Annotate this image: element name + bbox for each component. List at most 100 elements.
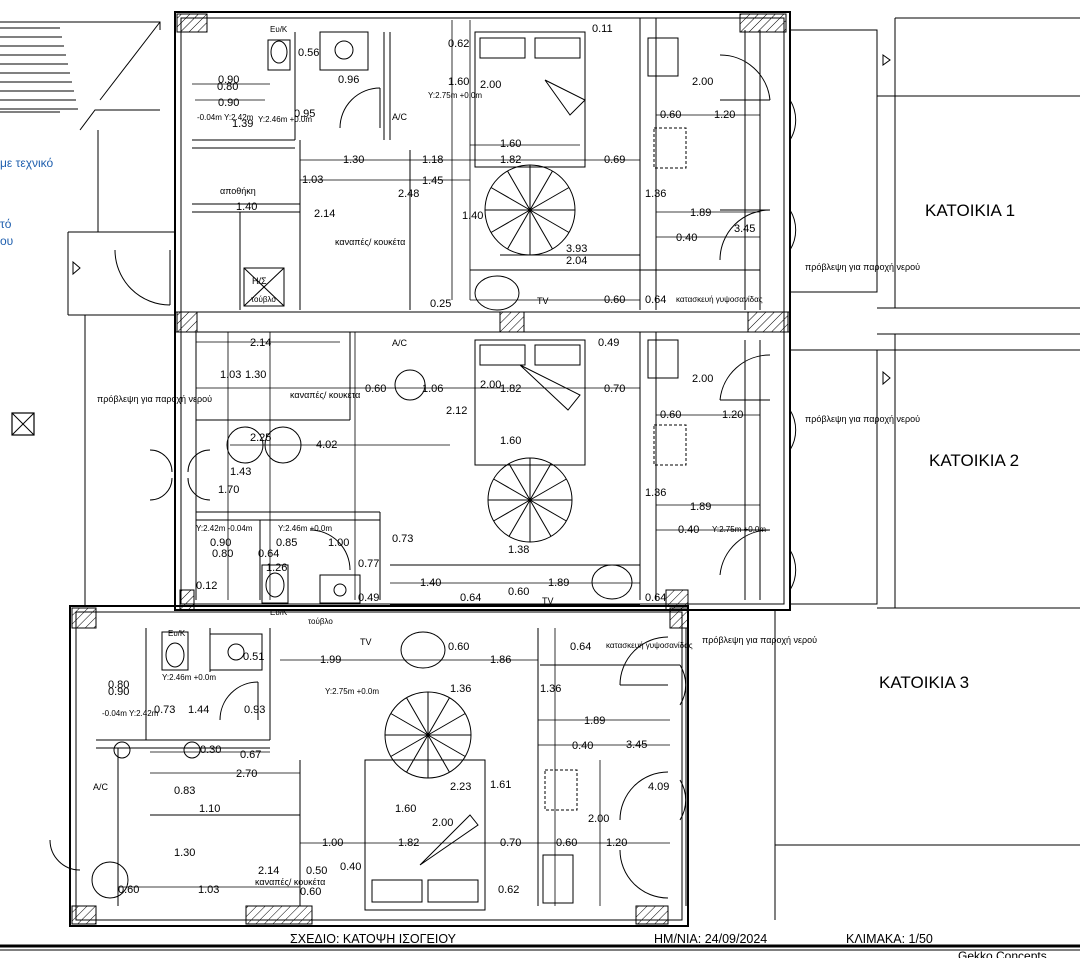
dimension-label: 2.00 <box>692 76 713 88</box>
dimension-label: 1.40 <box>236 201 257 213</box>
dimension-label: 1.30 <box>245 369 266 381</box>
spiral-step <box>529 170 553 211</box>
dimension-label: 0.95 <box>294 108 315 120</box>
dimension-label: 1.82 <box>398 837 419 849</box>
spiral-step <box>390 713 429 736</box>
water-note-1: πρόβλεψη για παροχή νερού <box>805 262 920 272</box>
dimension-label: 1.36 <box>645 188 666 200</box>
dimension-label: 0.80 <box>108 679 129 691</box>
spiral-step <box>529 499 552 537</box>
dimension-label: 0.40 <box>340 861 361 873</box>
spiral-step <box>508 463 531 501</box>
dimension-label: 4.09 <box>648 781 669 793</box>
drawing-date: ΗΜ/ΝΙΑ: 24/09/2024 <box>654 932 767 946</box>
dimension-label: 0.64 <box>645 294 666 306</box>
dimension-label: 1.89 <box>548 577 569 589</box>
spiral-stairs <box>384 164 576 779</box>
dimension-label: 0.64 <box>645 592 666 604</box>
dimension-label: 0.12 <box>196 580 217 592</box>
level-u1-bath: Y:2.46m +0.0m <box>258 115 312 124</box>
dimension-label: 2.14 <box>258 865 279 877</box>
dimension-label: 1.40 <box>420 577 441 589</box>
dimension-label: 1.00 <box>322 837 343 849</box>
doors <box>49 54 797 899</box>
outer-walls <box>67 11 791 927</box>
spiral-step <box>507 209 531 250</box>
dimension-label: 2.48 <box>398 188 419 200</box>
spiral-step <box>427 697 450 736</box>
dimension-label: 0.60 <box>118 884 139 896</box>
dimension-label: 1.40 <box>462 210 483 222</box>
dimension-label: 2.00 <box>692 373 713 385</box>
ac-label-3: A/C <box>93 782 109 792</box>
dimension-label: 0.73 <box>154 704 175 716</box>
dimension-label: 2.23 <box>450 781 471 793</box>
dimension-label: 1.03 <box>198 884 219 896</box>
spiral-step <box>529 187 570 211</box>
dimension-label: 1.86 <box>490 654 511 666</box>
dimension-label: 3.93 <box>566 243 587 255</box>
dimension-label: 0.96 <box>338 74 359 86</box>
meter-label: Η/Σ <box>252 276 267 286</box>
dimension-label: 3.45 <box>734 223 755 235</box>
dimension-label: 0.64 <box>570 641 591 653</box>
dimension-label: 1.99 <box>320 654 341 666</box>
dimension-label: 0.50 <box>306 865 327 877</box>
dimension-label: 2.14 <box>314 208 335 220</box>
dimension-label: 2.25 <box>250 432 271 444</box>
left-note-line-1: με τεχνικό <box>0 156 54 170</box>
interior-walls <box>96 18 761 906</box>
dimension-label: 0.25 <box>430 298 451 310</box>
dimension-label: 2.12 <box>446 405 467 417</box>
wall-columns <box>71 13 789 925</box>
dimension-label: 1.38 <box>508 544 529 556</box>
dimension-label: 2.00 <box>588 813 609 825</box>
wc-label-3: Ευ/Κ <box>168 629 186 638</box>
dimension-label: 0.90 <box>218 74 239 86</box>
spiral-step <box>406 697 429 736</box>
exterior-site-lines <box>72 17 1080 920</box>
unit-2-label: ΚΑΤΟΙΚΙΑ 2 <box>929 451 1019 470</box>
spiral-step <box>427 734 466 757</box>
spiral-step <box>390 734 429 757</box>
dimension-label: 1.82 <box>500 383 521 395</box>
dimension-label: 0.60 <box>365 383 386 395</box>
drawing-title: ΣΧΕΔΙΟ: ΚΑΤΟΨΗ ΙΣΟΓΕΙΟΥ <box>290 932 457 946</box>
dimension-label: 0.70 <box>604 383 625 395</box>
dimension-label: 0.70 <box>500 837 521 849</box>
level-u3-shower: -0.04m Y:2.42m <box>102 709 159 718</box>
dimension-label: 1.60 <box>500 138 521 150</box>
left-note-line-3: ου <box>0 234 13 248</box>
dimension-label: 0.64 <box>258 548 279 560</box>
kitchen-note-3: κατασκευή γυψοσανίδας <box>606 641 693 650</box>
company-name: Gekko Concepts <box>958 949 1047 958</box>
dimension-label: 1.70 <box>218 484 239 496</box>
dimension-label: 2.00 <box>432 817 453 829</box>
dimension-label: 0.73 <box>392 533 413 545</box>
dimension-label: 1.82 <box>500 154 521 166</box>
dimension-label: 0.80 <box>212 548 233 560</box>
dimension-label: 1.60 <box>448 76 469 88</box>
spiral-step <box>406 734 429 773</box>
dimension-label: 3.45 <box>626 739 647 751</box>
dimension-label: 0.69 <box>604 154 625 166</box>
dimension-label: 1.00 <box>328 537 349 549</box>
dimension-label: 4.02 <box>316 439 337 451</box>
dimension-label: 0.60 <box>300 886 321 898</box>
dimension-label: 1.03 <box>302 174 323 186</box>
dimension-label: 1.18 <box>422 154 443 166</box>
dimension-lines <box>118 20 760 906</box>
tv-label-1: TV <box>537 296 549 306</box>
dimension-label: 1.20 <box>722 409 743 421</box>
dimension-label: 0.80 <box>217 81 238 93</box>
dimension-label: 1.61 <box>490 779 511 791</box>
unit-3-label: ΚΑΤΟΙΚΙΑ 3 <box>879 673 969 692</box>
dimension-label: 2.14 <box>250 337 271 349</box>
dimension-label: 0.60 <box>660 109 681 121</box>
tv-label-2: TV <box>542 596 554 606</box>
dimension-label: 2.04 <box>566 255 587 267</box>
dimension-label: 1.89 <box>690 501 711 513</box>
dimension-label: 0.56 <box>298 47 319 59</box>
dimension-label: 0.60 <box>556 837 577 849</box>
